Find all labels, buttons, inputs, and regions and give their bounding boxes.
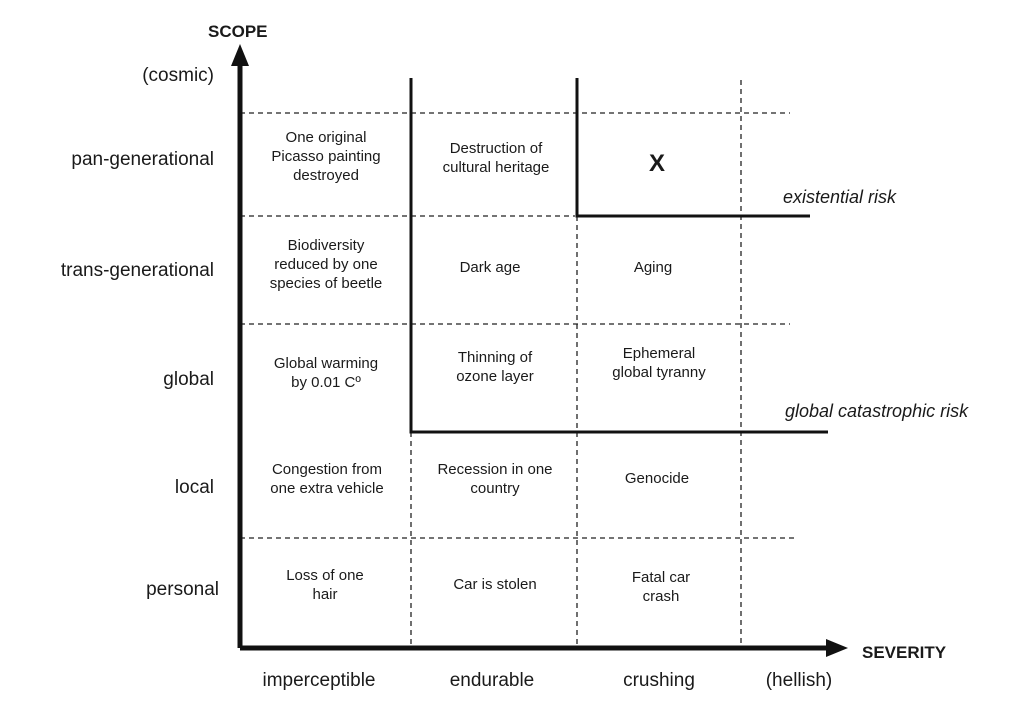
cell-trans-generational-crushing: Aging (633, 259, 673, 276)
row-label-global: global (163, 369, 214, 390)
x-axis-arrowhead (826, 639, 848, 657)
global-catastrophic-risk-boundary (409, 78, 828, 434)
column-label-imperceptible: imperceptible (262, 670, 376, 691)
cell-global-crushing: Ephemeral global tyranny (612, 345, 706, 381)
existential-risk-marker: X (648, 150, 665, 177)
cell-global-imperceptible: Global warming by 0.01 Cº (273, 355, 379, 391)
y-axis-arrowhead (231, 44, 249, 66)
cell-pan-generational-endurable: Destruction of cultural heritage (442, 140, 550, 176)
row-label-pan-generational: pan-generational (71, 149, 214, 170)
column-label-hellish: (hellish) (765, 670, 833, 691)
row-label-trans-generational: trans-generational (60, 260, 214, 281)
cell-pan-generational-imperceptible: One original Picasso painting destroyed (271, 129, 381, 184)
existential-risk-boundary (575, 78, 810, 218)
cell-trans-generational-endurable: Dark age (459, 259, 521, 276)
cell-local-endurable: Recession in one country (437, 461, 553, 497)
y-axis-title: SCOPE (208, 22, 268, 41)
cell-local-crushing: Genocide (624, 470, 690, 487)
cell-local-imperceptible: Congestion from one extra vehicle (270, 461, 384, 497)
column-label-crushing: crushing (623, 670, 695, 691)
cell-personal-imperceptible: Loss of one hair (286, 567, 364, 603)
x-axis-title: SEVERITY (862, 643, 947, 662)
global-catastrophic-risk-label: global catastrophic risk (785, 401, 969, 421)
cell-trans-generational-imperceptible: Biodiversity reduced by one species of b… (269, 237, 383, 292)
row-label-local: local (174, 477, 214, 498)
existential-risk-label: existential risk (783, 187, 897, 207)
column-label-endurable: endurable (449, 670, 535, 691)
row-label-cosmic: (cosmic) (142, 65, 214, 86)
cell-global-endurable: Thinning of ozone layer (456, 349, 534, 385)
cell-personal-crushing: Fatal car crash (631, 569, 691, 605)
cell-personal-endurable: Car is stolen (453, 576, 537, 593)
row-label-personal: personal (146, 579, 219, 600)
